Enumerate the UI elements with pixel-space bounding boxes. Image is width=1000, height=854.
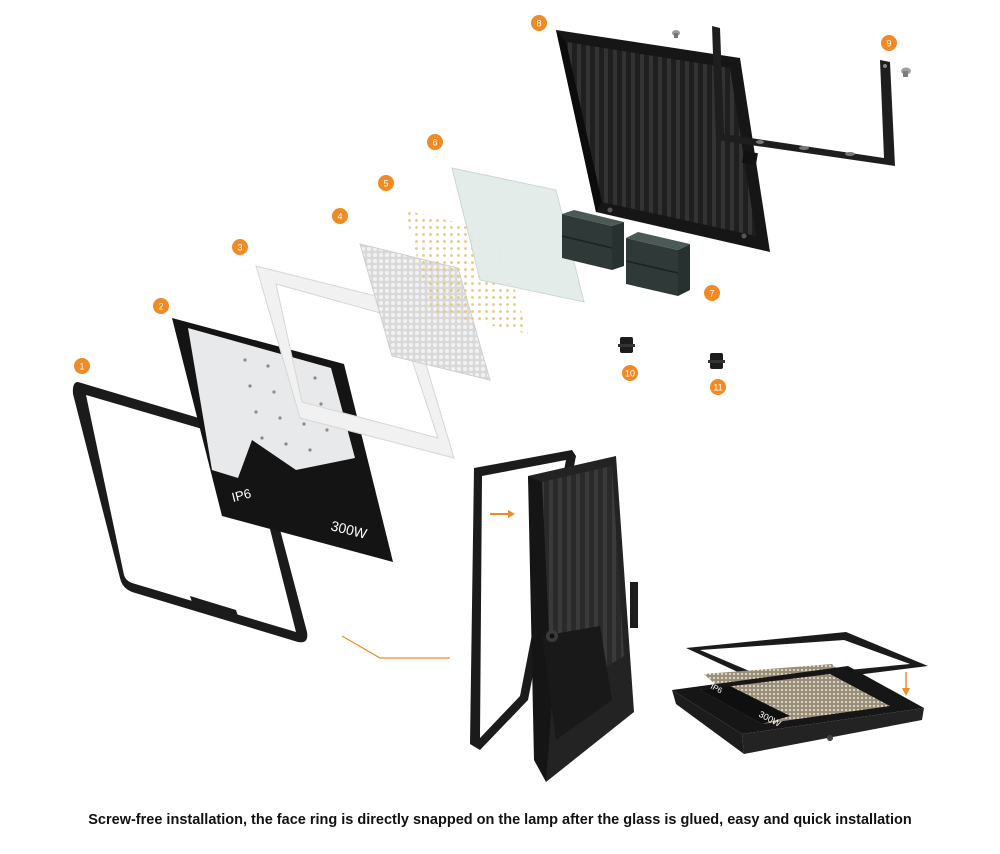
side-view-assembly (470, 450, 638, 782)
callout-9: 9 (881, 35, 897, 51)
assembled-view: 300W IP6 (672, 632, 928, 754)
diffuser-part (451, 167, 585, 303)
callout-10: 10 (622, 365, 638, 381)
callout-1-label: 1 (79, 362, 84, 372)
installation-caption: Screw-free installation, the face ring i… (88, 812, 912, 828)
driver-part (561, 210, 690, 296)
snap-arrow (490, 510, 515, 518)
cable-gland-11-part (708, 353, 725, 369)
bracket-part (712, 26, 895, 166)
callout-4: 4 (332, 208, 348, 224)
leader-line (341, 635, 450, 659)
glass-rating-text: IP6 (230, 486, 253, 505)
callout-2: 2 (153, 298, 169, 314)
callout-2-label: 2 (158, 302, 163, 312)
callout-9-label: 9 (886, 39, 891, 49)
callout-10-label: 10 (625, 369, 635, 379)
callout-11: 11 (710, 379, 726, 395)
callout-5: 5 (378, 175, 394, 191)
callout-3-label: 3 (237, 243, 242, 253)
callout-6-label: 6 (432, 138, 437, 148)
callout-8: 8 (531, 15, 547, 31)
callout-7-label: 7 (709, 289, 714, 299)
screw-right (901, 67, 911, 77)
callout-3: 3 (232, 239, 248, 255)
housing-part (556, 30, 770, 252)
callout-5-label: 5 (383, 179, 388, 189)
screw-top (672, 30, 680, 38)
face-ring-part (72, 382, 308, 643)
callout-6: 6 (427, 134, 443, 150)
cable-gland-10-part (618, 337, 635, 353)
callout-1: 1 (74, 358, 90, 374)
callout-4-label: 4 (337, 212, 342, 222)
callout-7: 7 (704, 285, 720, 301)
glass-panel-part: IP6 300W (172, 318, 393, 562)
callout-8-label: 8 (536, 19, 541, 29)
callout-11-label: 11 (713, 383, 722, 393)
